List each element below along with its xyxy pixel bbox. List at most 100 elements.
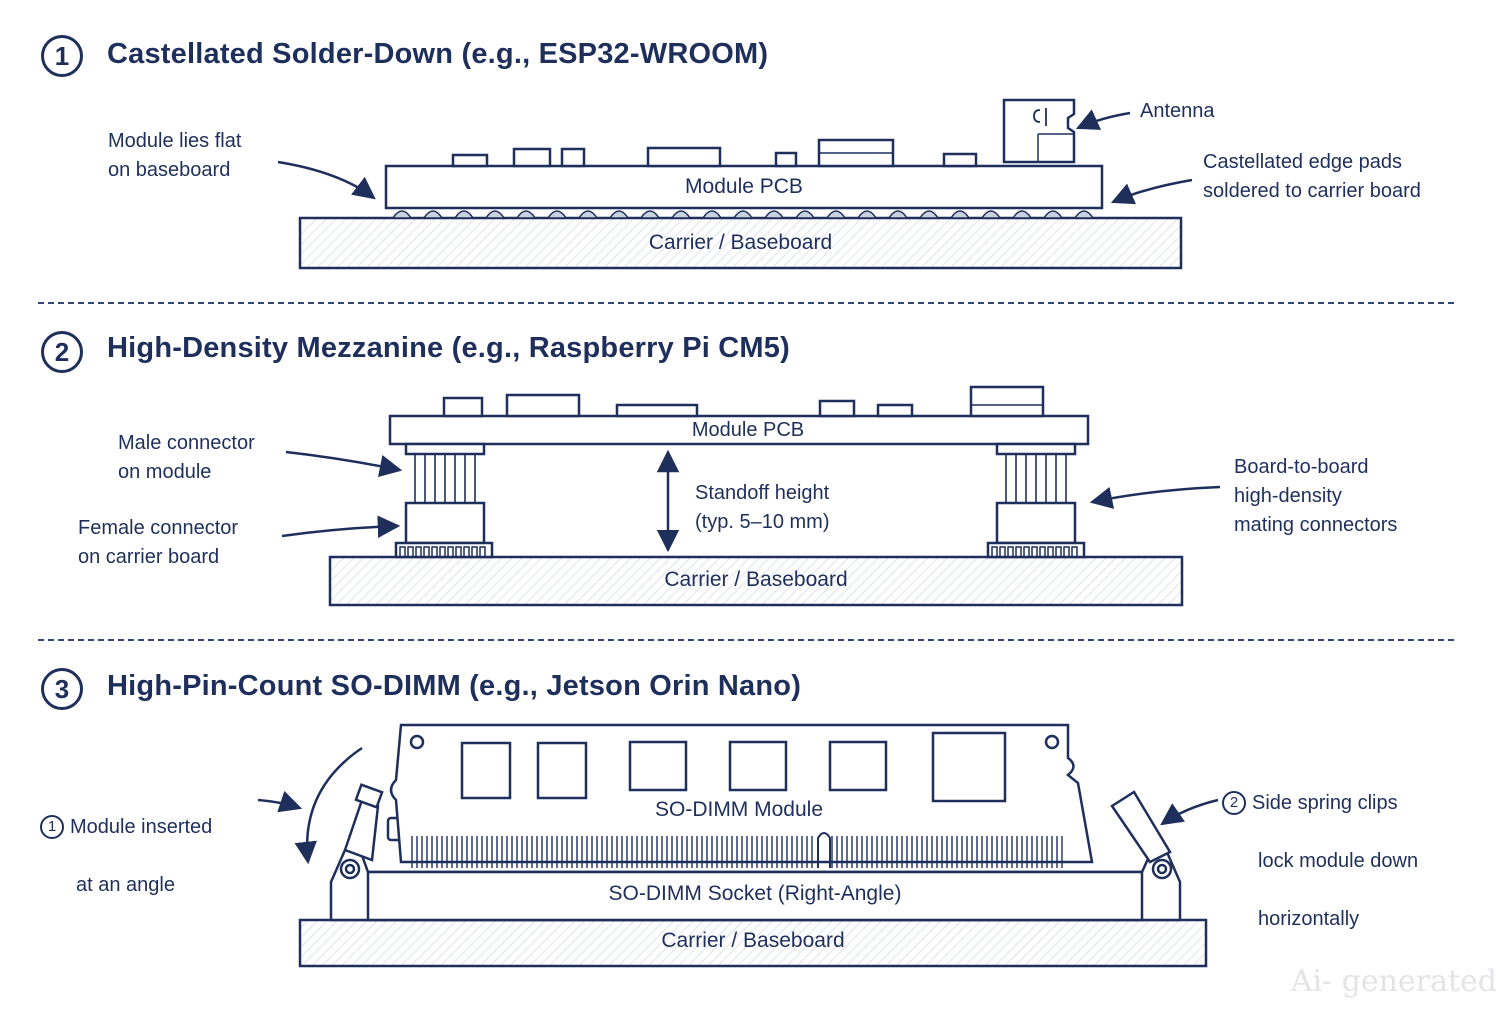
section-divider xyxy=(38,639,1454,641)
connector-tooth xyxy=(1039,546,1046,557)
connector-tooth xyxy=(1063,546,1070,557)
connector-tooth xyxy=(1015,546,1022,557)
section-2-title: High-Density Mezzanine (e.g., Raspberry … xyxy=(107,332,790,364)
section-divider xyxy=(38,302,1454,304)
connector-tooth xyxy=(407,546,414,557)
antenna-icon xyxy=(1002,98,1076,164)
latch-left xyxy=(339,783,406,880)
connector-tooth xyxy=(399,546,406,557)
component xyxy=(818,399,856,418)
solder-pad xyxy=(453,210,475,219)
arrow-male xyxy=(285,450,403,478)
solder-pad xyxy=(577,210,599,219)
connector-tooth xyxy=(1031,546,1038,557)
solder-pad xyxy=(856,210,878,219)
component xyxy=(512,147,552,168)
module-pcb-2 xyxy=(388,414,1090,446)
connector-tooth xyxy=(455,546,462,557)
annotation-module-flat: Module lies flat on baseboard xyxy=(108,130,242,181)
section-1-drawing xyxy=(277,98,1193,270)
section-3-number: 3 xyxy=(41,668,83,710)
annotation-castellated-pads: Castellated edge pads soldered to carrie… xyxy=(1203,151,1421,202)
mezzanine-connector-right xyxy=(986,442,1086,559)
annotation-inserted-angle: 1 Module inserted at an angle xyxy=(40,784,212,900)
connector-tooth xyxy=(1055,546,1062,557)
castellated-pads xyxy=(391,210,1095,219)
arrow-female xyxy=(281,515,401,538)
standoff-height-label: Standoff height (typ. 5–10 mm) xyxy=(695,482,830,533)
edge-contacts xyxy=(411,832,1063,868)
annotation-antenna: Antenna xyxy=(1140,100,1215,122)
inserted-line-2: at an angle xyxy=(76,874,175,896)
component xyxy=(876,403,914,418)
carrier-label-1: Carrier / Baseboard xyxy=(648,231,833,254)
mezzanine-connector-left xyxy=(394,442,494,559)
arrow-right-2 xyxy=(1089,485,1221,509)
section-3-title: High-Pin-Count SO-DIMM (e.g., Jetson Ori… xyxy=(107,670,802,702)
memory-chip xyxy=(931,731,1007,803)
clips-line-2: lock module down xyxy=(1258,850,1419,872)
connector-tooth xyxy=(415,546,422,557)
solder-pad xyxy=(701,210,723,219)
connector-tooth xyxy=(471,546,478,557)
solder-pad xyxy=(546,210,568,219)
connector-tooth xyxy=(1047,546,1054,557)
connector-tooth xyxy=(999,546,1006,557)
carrier-label-3: Carrier / Baseboard xyxy=(661,929,845,952)
step-1-icon: 1 xyxy=(40,814,64,839)
connector-tooth xyxy=(1007,546,1014,557)
solder-pad xyxy=(484,210,506,219)
latch-right xyxy=(1110,790,1173,880)
solder-pad xyxy=(639,210,661,219)
component xyxy=(615,403,699,418)
section-3-drawing xyxy=(257,723,1219,968)
solder-pad xyxy=(825,210,847,219)
solder-pad xyxy=(918,210,940,219)
annotation-spring-clips: 2 Side spring clips lock module down hori… xyxy=(1222,760,1418,934)
connector-tooth xyxy=(1023,546,1030,557)
key-notch xyxy=(817,832,831,868)
solder-pad xyxy=(980,210,1002,219)
clips-line-3: horizontally xyxy=(1258,908,1360,930)
memory-chip xyxy=(460,741,512,800)
step-2-icon: 2 xyxy=(1222,790,1246,815)
component xyxy=(646,146,722,168)
solder-pad xyxy=(887,210,909,219)
component xyxy=(969,385,1045,418)
connector-tooth xyxy=(463,546,470,557)
module-pcb-1 xyxy=(384,164,1104,210)
arrow-right-3 xyxy=(1160,798,1219,826)
arrow-left-3 xyxy=(257,790,303,813)
annotation-female-connector: Female connector on carrier board xyxy=(78,517,239,568)
insertion-arrow xyxy=(294,746,363,865)
solder-pad xyxy=(1073,210,1095,219)
inserted-line-1: Module inserted xyxy=(70,816,213,838)
clips-line-1: Side spring clips xyxy=(1252,792,1398,814)
solder-pad xyxy=(1011,210,1033,219)
solder-pad xyxy=(670,210,692,219)
component xyxy=(560,147,586,168)
solder-pad xyxy=(794,210,816,219)
arrow-left-1 xyxy=(277,160,376,200)
solder-pad xyxy=(422,210,444,219)
solder-pad xyxy=(515,210,537,219)
component xyxy=(451,153,489,168)
annotation-b2b-connectors: Board-to-board high-density mating conne… xyxy=(1234,456,1398,536)
solder-pad xyxy=(608,210,630,219)
arrow-antenna xyxy=(1075,109,1131,130)
connector-tooth xyxy=(439,546,446,557)
connector-tooth xyxy=(1071,546,1078,557)
so-dimm-socket-label: SO-DIMM Socket (Right-Angle) xyxy=(608,882,902,905)
solder-pad xyxy=(763,210,785,219)
carrier-label-2: Carrier / Baseboard xyxy=(664,568,848,591)
component xyxy=(774,151,798,168)
component xyxy=(442,396,484,418)
solder-pad xyxy=(1042,210,1064,219)
component xyxy=(505,393,581,418)
memory-chip xyxy=(728,740,788,792)
solder-pad xyxy=(732,210,754,219)
so-dimm-module-label: SO-DIMM Module xyxy=(654,798,824,821)
connector-tooth xyxy=(991,546,998,557)
memory-chip xyxy=(536,741,588,800)
